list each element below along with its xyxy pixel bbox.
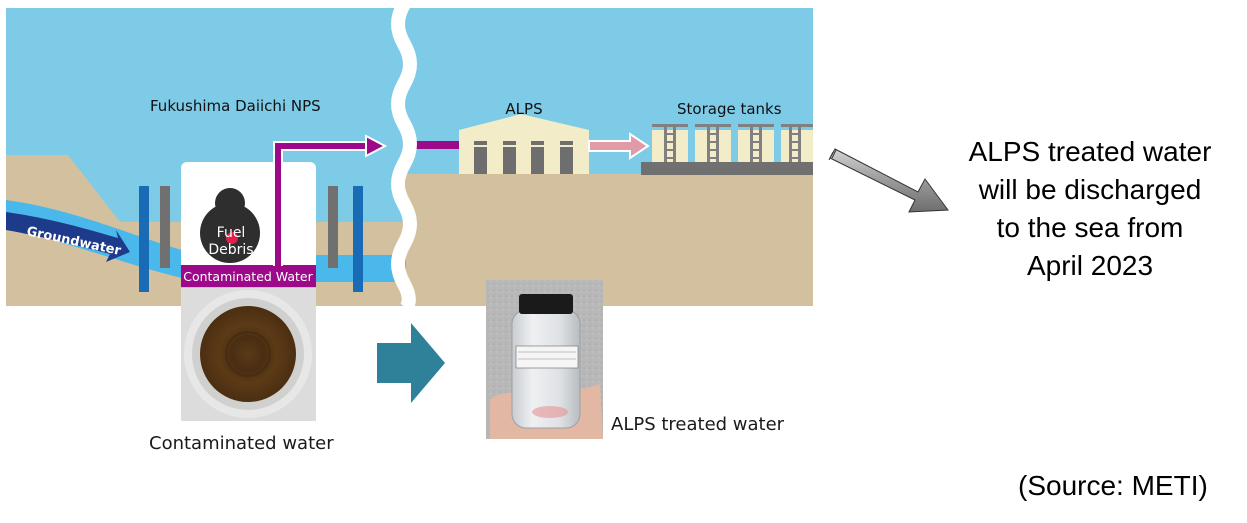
- groundwater-arrow-icon: [6, 212, 130, 262]
- discharge-callout-text: ALPS treated water will be discharged to…: [925, 133, 1247, 285]
- outer-wall-left: [139, 186, 149, 292]
- callout-line: April 2023: [1026, 250, 1154, 281]
- ground-right: [406, 174, 813, 306]
- fuel-debris-label-line2: Debris: [208, 242, 253, 258]
- fuel-debris-label-line1: Fuel: [217, 225, 246, 241]
- tank-platform: [641, 162, 813, 175]
- callout-line: will be discharged: [978, 174, 1202, 205]
- storage-tank: [695, 124, 731, 162]
- inner-wall-right: [328, 186, 338, 268]
- contaminated-water-photo: [181, 288, 316, 421]
- treatment-transition-arrow-icon: [377, 323, 445, 403]
- contaminated-water-caption: Contaminated water: [149, 433, 334, 454]
- site-title: Fukushima Daiichi NPS: [150, 97, 321, 115]
- alps-building: [459, 114, 589, 174]
- treated-flow-arrow-icon: [588, 132, 650, 160]
- alps-treated-water-caption: ALPS treated water: [611, 414, 785, 435]
- alps-windows: [474, 141, 573, 174]
- storage-tank: [781, 124, 813, 162]
- source-citation: (Source: METI): [1018, 470, 1208, 501]
- outer-wall-right: [353, 186, 363, 292]
- fuel-debris-icon: [200, 188, 260, 263]
- storage-tanks-label: Storage tanks: [677, 100, 782, 118]
- right-panel: ALPS: [406, 8, 813, 306]
- wavy-divider: [391, 0, 417, 313]
- alps-treated-water-photo: [486, 280, 603, 439]
- alps-label: ALPS: [505, 100, 542, 118]
- storage-tank: [652, 124, 688, 162]
- callout-line: ALPS treated water: [968, 136, 1212, 167]
- storage-tanks: [652, 124, 813, 162]
- contaminated-water-banner-label: Contaminated Water: [183, 269, 313, 284]
- left-panel: Groundwater Fuel Debris Contaminated Wat…: [6, 8, 406, 306]
- storage-tank: [738, 124, 774, 162]
- inner-wall-left: [160, 186, 170, 268]
- pipe-into-alps: [413, 141, 459, 149]
- discharge-callout-arrow-icon: [828, 148, 949, 213]
- contaminated-water-banner: [181, 265, 316, 287]
- callout-line: to the sea from: [996, 212, 1184, 243]
